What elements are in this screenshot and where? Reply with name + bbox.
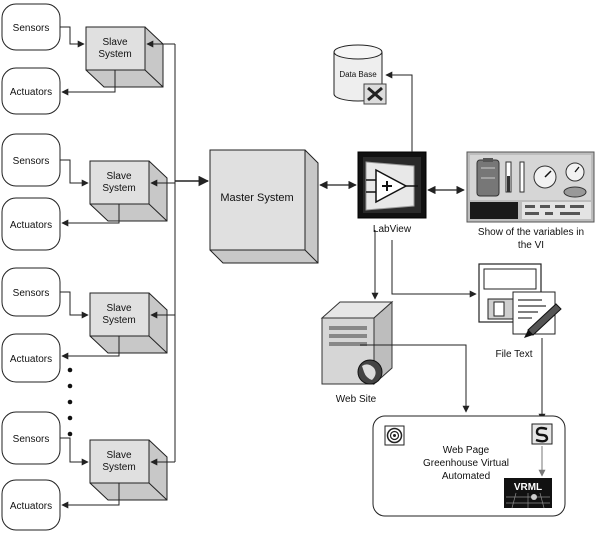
labview-database-link (385, 71, 413, 152)
actuators-label-4: Actuators (10, 501, 52, 512)
web-page-line-1: Web Page (443, 445, 490, 456)
master-label: Master System (220, 192, 293, 204)
actuators-label-2: Actuators (10, 220, 52, 231)
sensors-label-3: Sensors (13, 288, 50, 299)
svg-text:VRML: VRML (514, 482, 542, 493)
slave-system-3: Slave System (89, 292, 168, 354)
svg-text:Slave: Slave (102, 37, 127, 48)
slave-system-4: Slave System (89, 439, 168, 501)
actuators-node-4 (1, 479, 61, 531)
vrml-logo-icon: VRML (504, 478, 552, 509)
slave-system-2: Slave System (89, 160, 168, 222)
node-group-2: Sensors Actuators Slave System (1, 133, 168, 251)
website-webpage-link (360, 344, 470, 413)
actuators-label-1: Actuators (10, 87, 52, 98)
slave-system-1: Slave System (85, 26, 164, 88)
excel-icon (363, 83, 387, 105)
node-group-1: Sensors Actuators Slave System (1, 3, 164, 115)
svg-text:System: System (102, 183, 135, 194)
panel-caption-line-1: Show of the variables in (478, 227, 584, 238)
svg-text:Slave: Slave (106, 450, 131, 461)
actuators-node-2 (1, 197, 61, 251)
file-text-icon (478, 263, 562, 338)
vi-front-panel-image (466, 151, 595, 223)
sensors-label-4: Sensors (13, 434, 50, 445)
svg-text:Slave: Slave (106, 171, 131, 182)
s-logo-icon (531, 423, 553, 445)
bus-lines (146, 40, 210, 466)
node-group-4: Sensors Actuators Slave System (1, 411, 168, 531)
actuators-node-1 (1, 67, 61, 115)
labview-file-link (391, 240, 477, 298)
actuators-node-3 (1, 333, 61, 383)
file-text-label: File Text (495, 349, 532, 360)
labview-icon (357, 151, 427, 219)
web-site-label: Web Site (336, 394, 377, 405)
actuators-label-3: Actuators (10, 354, 52, 365)
fingerprint-icon (384, 425, 405, 446)
ellipsis-dots (67, 367, 73, 437)
web-page-line-3: Automated (442, 471, 490, 482)
panel-caption-line-2: the VI (518, 240, 544, 251)
web-page-box: Web Page Greenhouse Virtual Automated VR… (372, 415, 566, 517)
database-label: Data Base (339, 70, 377, 79)
svg-text:Slave: Slave (106, 303, 131, 314)
labview-label: LabView (373, 224, 412, 235)
node-group-3: Sensors Actuators Slave System (1, 267, 168, 383)
sensors-label-2: Sensors (13, 156, 50, 167)
svg-text:System: System (102, 462, 135, 473)
server-icon (320, 300, 394, 386)
master-system: Master System (209, 149, 319, 264)
web-page-line-2: Greenhouse Virtual (423, 458, 509, 469)
svg-text:System: System (102, 315, 135, 326)
svg-text:System: System (98, 49, 131, 60)
sensors-label-1: Sensors (13, 23, 50, 34)
